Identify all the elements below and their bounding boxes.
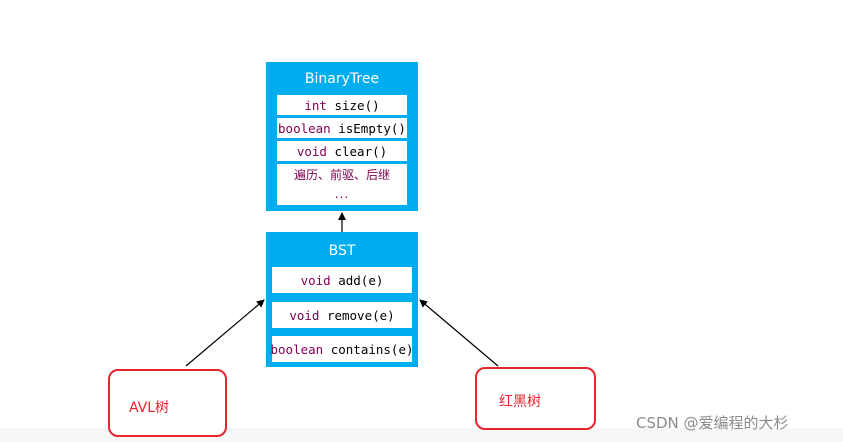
bst-class-title: BST [328,243,356,259]
traversal-text: 遍历、前驱、后继 [293,167,390,182]
bst-method-remove: void remove(e) [272,302,412,328]
bst-class-box: BST void add(e) void remove(e) boolean c… [266,232,418,367]
method-keyword: void [289,307,320,323]
method-keyword: void [300,272,331,288]
binarytree-method-isempty: boolean isEmpty() [277,118,407,138]
bst-method-contains: boolean contains(e) [270,336,414,362]
avl-to-bst-arrow [185,299,265,367]
method-signature: remove(e) [319,307,395,323]
avl-tree-label: AVL树 [129,400,170,416]
method-signature: contains(e) [323,341,414,357]
avl-tree-box: AVL树 [108,369,227,437]
method-keyword: boolean [270,341,324,357]
rbt-to-bst-arrow [419,299,499,367]
binarytree-class-box: BinaryTree int size() boolean isEmpty() … [266,62,418,211]
method-keyword: void [296,143,327,159]
red-black-tree-box: 红黑树 [475,367,596,430]
method-keyword: int [304,97,327,113]
method-signature: size() [326,97,380,113]
watermark: CSDN @爱编程的大杉 [636,414,789,432]
traversal-ellipsis: ... [334,186,350,201]
bst-method-add: void add(e) [272,267,412,293]
method-signature: isEmpty() [330,120,406,136]
binarytree-class-title: BinaryTree [304,71,380,87]
binarytree-method-clear: void clear() [277,141,407,161]
binarytree-method-size: int size() [277,95,407,115]
binarytree-method-traversal: 遍历、前驱、后继 ... [277,164,407,205]
method-signature: clear() [326,143,388,159]
red-black-tree-label: 红黑树 [499,394,541,410]
method-signature: add(e) [330,272,384,288]
method-keyword: boolean [278,120,331,136]
